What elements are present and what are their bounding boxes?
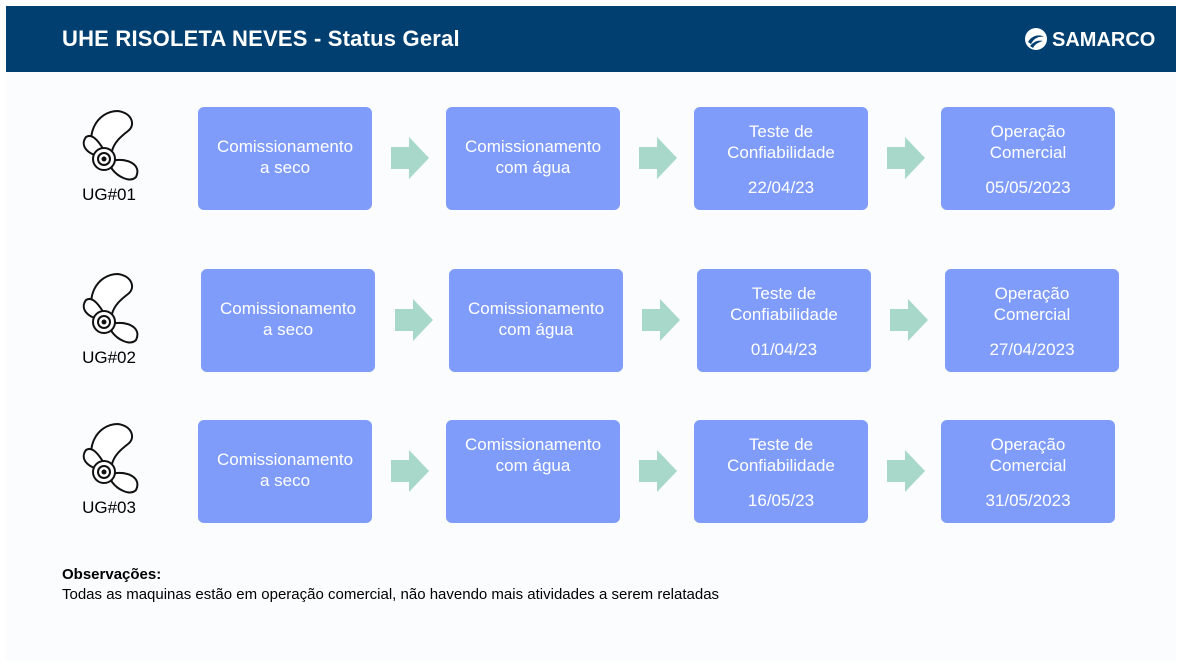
stage-reliability-test: Teste de Confiabilidade 16/05/23 <box>694 420 868 523</box>
stage-date: 01/04/23 <box>750 340 818 359</box>
stage-line: Comissionamento <box>216 137 354 156</box>
unit-label: UG#01 <box>82 185 136 204</box>
turbine-propeller-icon <box>82 272 139 344</box>
page-title: UHE RISOLETA NEVES - Status Geral <box>62 26 460 51</box>
stage-line: Teste de <box>748 435 814 454</box>
unit-label: UG#02 <box>82 348 136 367</box>
stage-line: Comercial <box>989 456 1067 475</box>
arrow-right-icon <box>887 450 925 492</box>
arrow-right-icon <box>890 299 928 341</box>
stage-reliability-test: Teste de Confiabilidade 22/04/23 <box>694 107 868 210</box>
stage-line: Comissionamento <box>467 299 605 318</box>
stage-dry-commissioning: Comissionamento a seco <box>201 269 375 372</box>
stage-commercial-operation: Operação Comercial 27/04/2023 <box>945 269 1119 372</box>
logo-text: SAMARCO <box>1052 29 1156 51</box>
stage-wet-commissioning: Comissionamento com água <box>446 107 620 210</box>
stage-line: Confiabilidade <box>727 143 835 162</box>
stage-date: 27/04/2023 <box>989 340 1075 359</box>
stage-line: Comercial <box>993 305 1071 324</box>
stage-line: Operação <box>994 284 1070 303</box>
stage-dry-commissioning: Comissionamento a seco <box>198 107 372 210</box>
stage-line: a seco <box>259 471 311 490</box>
stage-line: Operação <box>990 435 1066 454</box>
unit-label: UG#03 <box>82 498 136 517</box>
stage-commercial-operation: Operação Comercial 05/05/2023 <box>941 107 1115 210</box>
stage-line: Comissionamento <box>219 299 357 318</box>
stage-line: com água <box>498 320 574 339</box>
stage-dry-commissioning: Comissionamento a seco <box>198 420 372 523</box>
arrow-right-icon <box>395 299 433 341</box>
stage-wet-commissioning: Comissionamento com água <box>446 420 620 523</box>
unit-ug01: UG#01 <box>74 107 144 212</box>
stage-line: Confiabilidade <box>730 305 838 324</box>
arrow-right-icon <box>887 137 925 179</box>
stage-line: a seco <box>262 320 314 339</box>
stage-line: Comercial <box>989 143 1067 162</box>
stage-line: com água <box>495 158 571 177</box>
samarco-swirl-icon <box>1025 28 1047 50</box>
stage-line: Comissionamento <box>464 435 602 454</box>
notes-title: Observações: <box>62 566 162 583</box>
stage-line: Teste de <box>751 284 817 303</box>
stage-line: Operação <box>990 122 1066 141</box>
turbine-propeller-icon <box>82 109 139 181</box>
arrow-right-icon <box>639 137 677 179</box>
header-bar: UHE RISOLETA NEVES - Status Geral SAMARC… <box>6 6 1176 72</box>
stage-date: 16/05/23 <box>747 491 815 510</box>
unit-ug03: UG#03 <box>74 420 144 525</box>
arrow-right-icon <box>391 137 429 179</box>
stage-line: a seco <box>259 158 311 177</box>
unit-ug02: UG#02 <box>74 270 144 375</box>
arrow-right-icon <box>391 450 429 492</box>
notes-text: Todas as maquinas estão em operação come… <box>62 586 720 603</box>
arrow-right-icon <box>639 450 677 492</box>
stage-date: 22/04/23 <box>747 178 815 197</box>
stage-line: Comissionamento <box>464 137 602 156</box>
stage-date: 31/05/2023 <box>985 491 1071 510</box>
slide: UHE RISOLETA NEVES - Status Geral SAMARC… <box>6 6 1176 661</box>
stage-line: com água <box>495 456 571 475</box>
stage-line: Comissionamento <box>216 450 354 469</box>
stage-reliability-test: Teste de Confiabilidade 01/04/23 <box>697 269 871 372</box>
arrow-right-icon <box>642 299 680 341</box>
stage-line: Teste de <box>748 122 814 141</box>
stage-commercial-operation: Operação Comercial 31/05/2023 <box>941 420 1115 523</box>
stage-line: Confiabilidade <box>727 456 835 475</box>
stage-wet-commissioning: Comissionamento com água <box>449 269 623 372</box>
turbine-propeller-icon <box>82 422 139 494</box>
stage-date: 05/05/2023 <box>985 178 1071 197</box>
